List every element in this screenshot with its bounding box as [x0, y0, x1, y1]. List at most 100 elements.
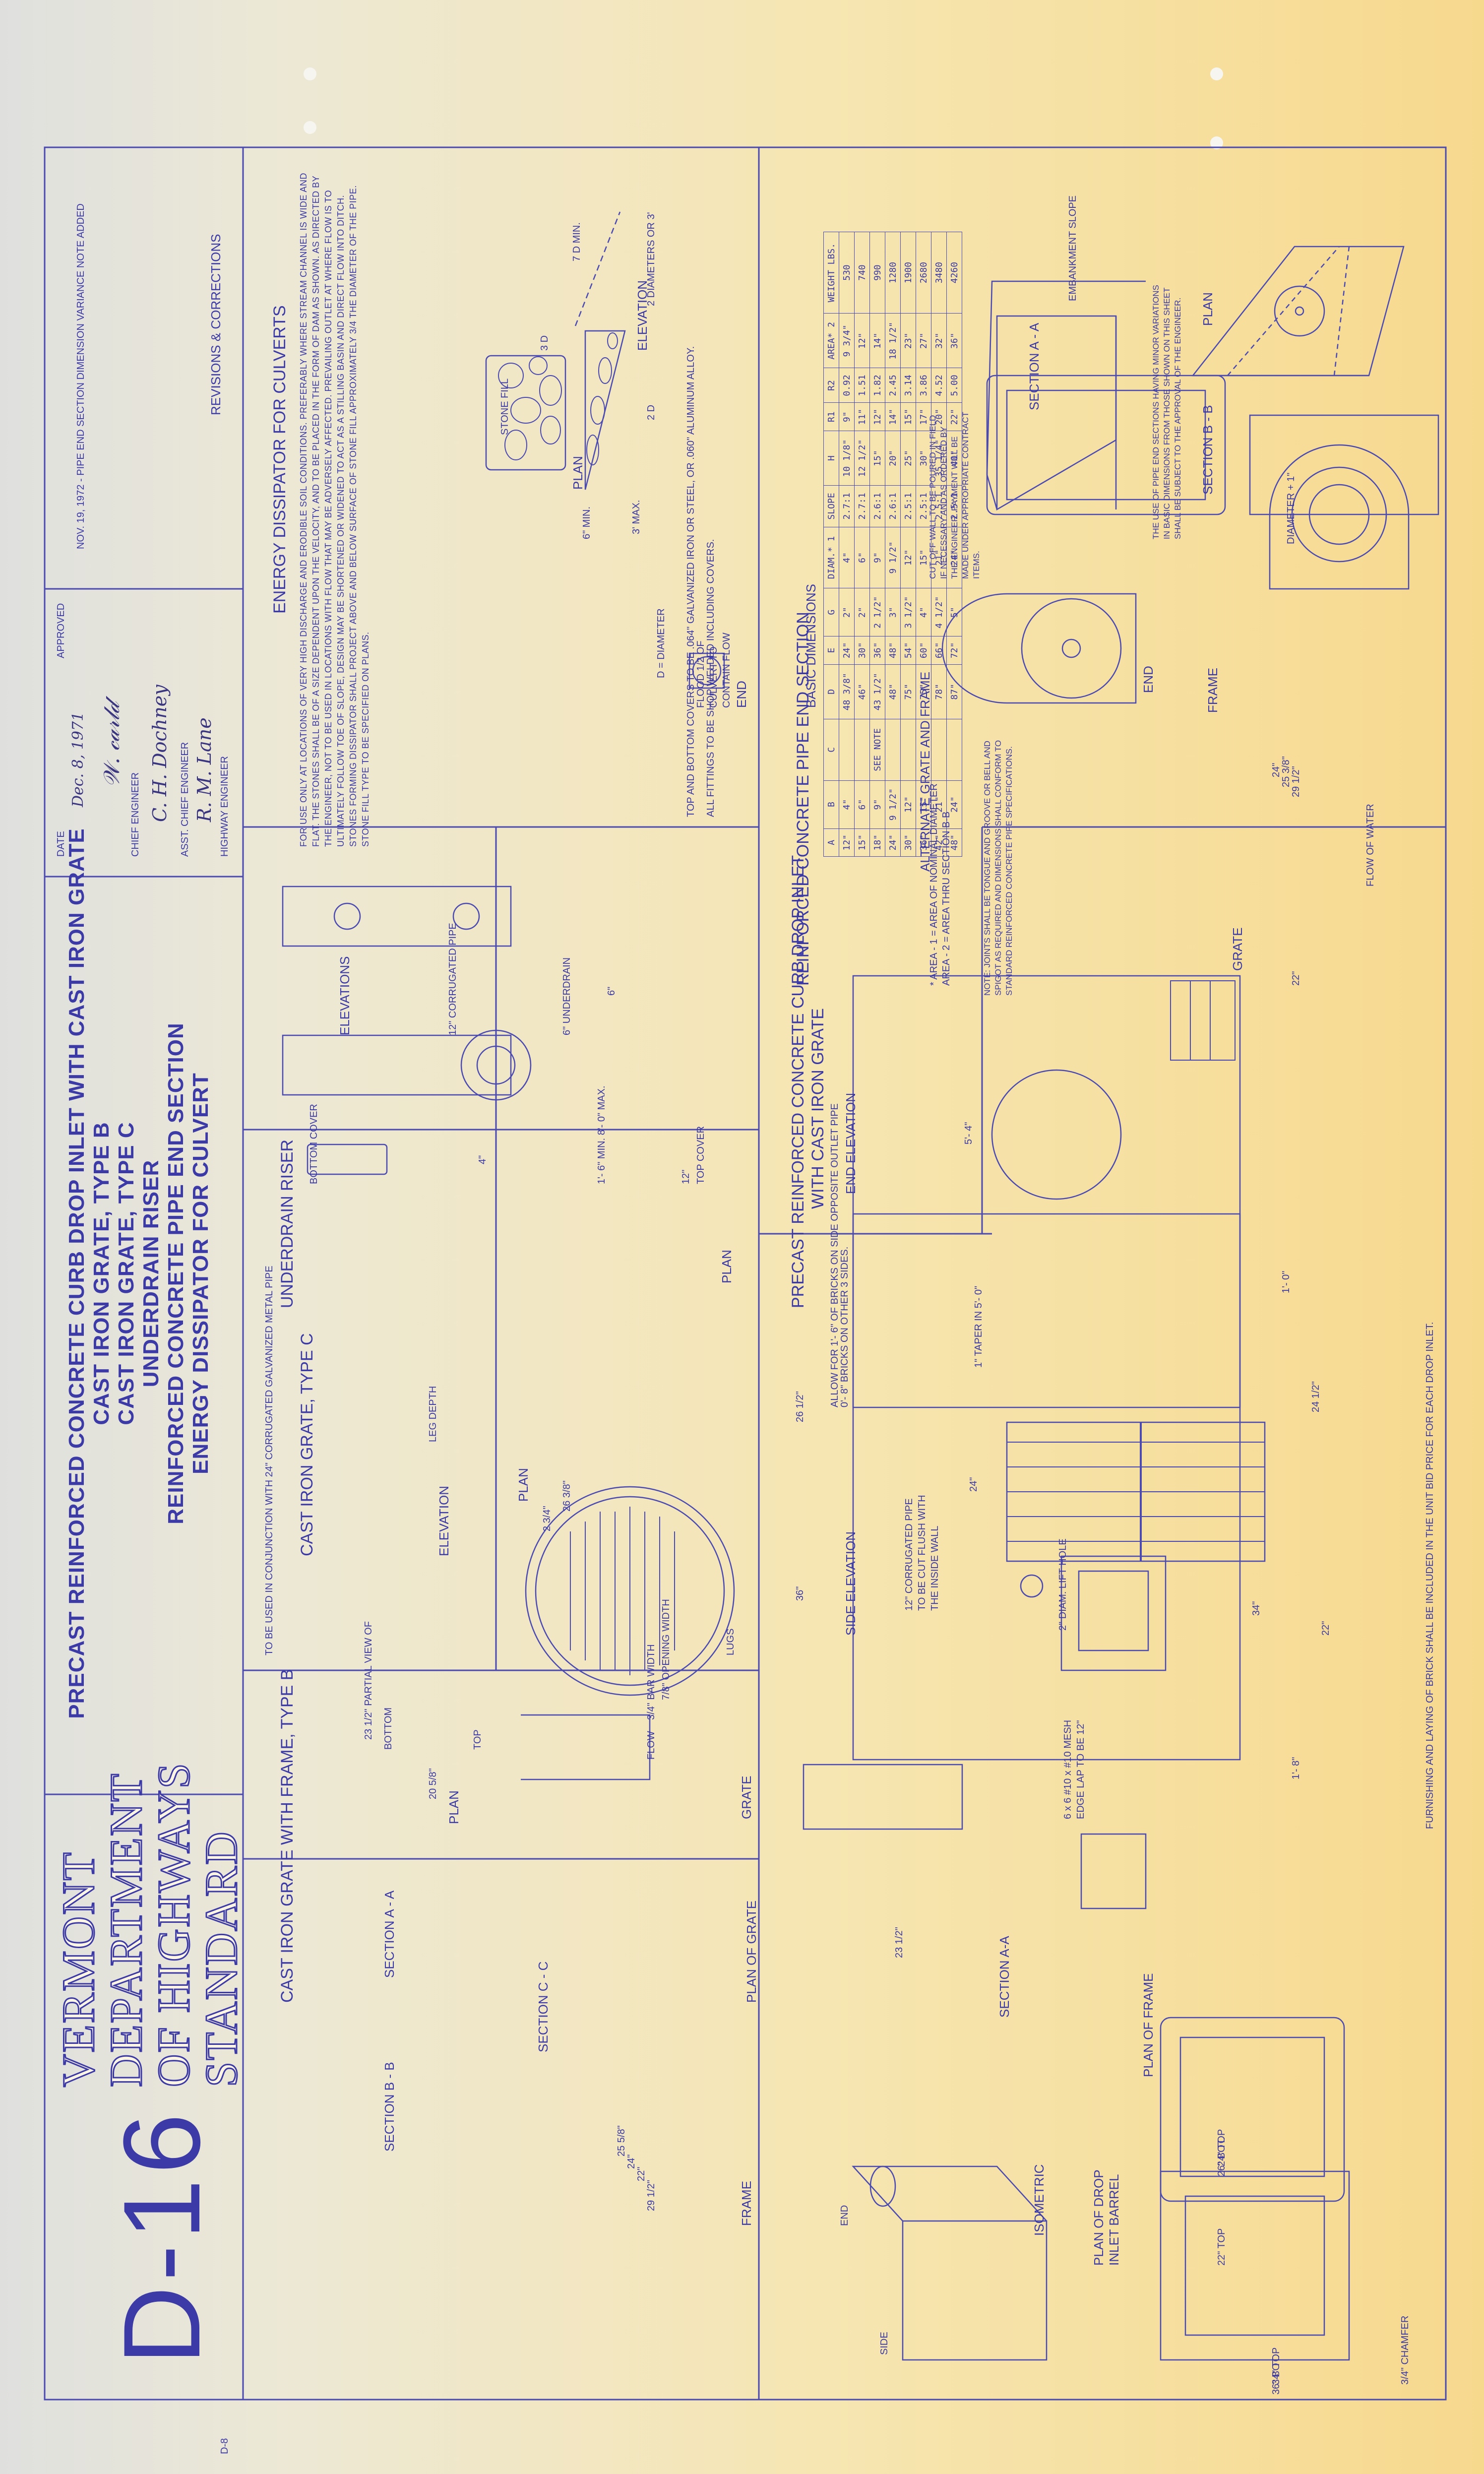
punch-hole	[1210, 67, 1223, 80]
table-cell: 15"	[916, 527, 931, 588]
table-header-cell: WEIGHT LBS.	[823, 232, 839, 314]
underdrain-riser-drawings	[282, 886, 532, 1175]
table-cell: 5.00	[946, 368, 962, 403]
table-cell: 4.52	[931, 368, 947, 403]
punch-hole	[304, 121, 316, 134]
table-cell: 17"	[916, 402, 931, 431]
table-cell: 24"	[946, 527, 962, 588]
table-header-cell: C	[823, 719, 839, 781]
table-cell: 9 3/4"	[839, 313, 855, 368]
table-cell: 12"	[900, 527, 916, 588]
pipe-end-section-drawings	[941, 246, 1410, 704]
table-cell: 25"	[900, 431, 916, 486]
table-cell: 4260	[946, 232, 962, 314]
table-header-cell: D	[823, 664, 839, 719]
table-cell: 740	[854, 232, 870, 314]
margin-code: D-8	[219, 2438, 230, 2454]
table-cell: 15"	[869, 431, 885, 486]
table-header-cell: G	[823, 588, 839, 636]
table-header-cell: E	[823, 636, 839, 665]
table-cell: 530	[839, 232, 855, 314]
table-cell: 3480	[931, 232, 947, 314]
table-cell: 22"	[946, 402, 962, 431]
table-cell: 24"	[839, 636, 855, 665]
table-cell: 12"	[854, 313, 870, 368]
table-cell: 990	[869, 232, 885, 314]
table-cell: 32"	[931, 313, 947, 368]
table-cell: 21"	[931, 527, 947, 588]
table-header-cell: R2	[823, 368, 839, 403]
table-cell: 5"	[946, 588, 962, 636]
table-cell: 1900	[900, 232, 916, 314]
table-cell: 6"	[854, 780, 870, 829]
table-cell	[946, 719, 962, 781]
table-cell: 1.82	[869, 368, 885, 403]
drop-inlet-drawings	[803, 375, 1439, 2361]
table-cell: 2"	[839, 588, 855, 636]
table-cell: 3"	[885, 588, 901, 636]
table-cell: 2.7:1	[854, 485, 870, 527]
table-cell: 36"	[946, 313, 962, 368]
table-cell: 24"	[885, 828, 901, 857]
table-header-cell: B	[823, 780, 839, 829]
table-header-cell: DIAM.* 1	[823, 527, 839, 588]
table-cell: 54"	[900, 636, 916, 665]
agency-logo: VERMONT DEPARTMENT OF HIGHWAYS STANDARD	[53, 1761, 247, 2088]
table-cell	[900, 719, 916, 781]
table-cell: 6"	[854, 527, 870, 588]
table-cell: 15"	[900, 402, 916, 431]
table-cell: 2.5:1	[900, 485, 916, 527]
table-header-cell: SLOPE	[823, 485, 839, 527]
table-cell: 12"	[900, 780, 916, 829]
table-cell: 23"	[900, 313, 916, 368]
table-cell: 1.51	[854, 368, 870, 403]
table-cell: 66"	[931, 636, 947, 665]
table-cell: 35 1/4"	[931, 431, 947, 486]
table-cell: 4"	[839, 527, 855, 588]
table-cell: 4"	[839, 780, 855, 829]
table-cell: 60"	[916, 636, 931, 665]
table-cell: 3.86	[916, 368, 931, 403]
table-cell: 2"	[854, 588, 870, 636]
table-cell: 2.5:1	[931, 485, 947, 527]
table-cell: 2.7:1	[839, 485, 855, 527]
table-cell: 30"	[854, 636, 870, 665]
table-cell: 46"	[854, 664, 870, 719]
table-cell: 48 3/8"	[839, 664, 855, 719]
grate-type-b-drawings	[1006, 1421, 1266, 1909]
table-cell: 9 1/2"	[885, 780, 901, 829]
table-cell: 20"	[885, 431, 901, 486]
table-cell: 48"	[885, 636, 901, 665]
punch-hole	[304, 67, 316, 80]
table-header-cell: AREA* 2	[823, 313, 839, 368]
table-cell: SEE NOTE	[869, 719, 885, 781]
table-cell: 1280	[885, 232, 901, 314]
table-cell: 18"	[869, 828, 885, 857]
table-cell: 3.14	[900, 368, 916, 403]
table-cell: 9"	[869, 780, 885, 829]
table-cell: 14"	[885, 402, 901, 431]
table-cell: 0.92	[839, 368, 855, 403]
table-cell: 48"	[885, 664, 901, 719]
table-cell: 20"	[931, 402, 947, 431]
table-cell: 9 1/2"	[885, 527, 901, 588]
table-cell: 72"	[946, 636, 962, 665]
table-cell: 4 1/2"	[931, 588, 947, 636]
table-cell: 2680	[916, 232, 931, 314]
table-cell: 30"	[900, 828, 916, 857]
table-cell: 4"	[916, 588, 931, 636]
table-header-cell: R1	[823, 402, 839, 431]
table-cell: 12 1/2"	[854, 431, 870, 486]
energy-dissipator-drawings	[485, 211, 725, 689]
table-cell: 27"	[916, 313, 931, 368]
table-cell	[854, 719, 870, 781]
